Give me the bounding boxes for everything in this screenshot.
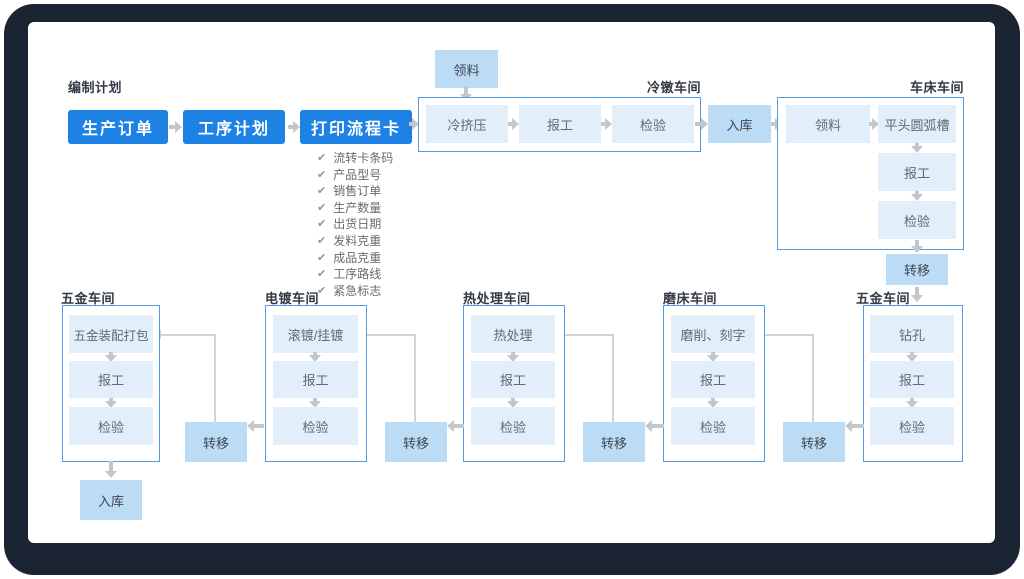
arrow-right-icon: [869, 118, 879, 130]
arrow-left-icon: [845, 420, 864, 432]
cold-heading-workshop-title: 冷镦车间: [646, 80, 701, 95]
elbow-connector: [562, 334, 614, 422]
check-icon: ✔: [317, 152, 327, 164]
electroplating-workshop-title: 电镀车间: [265, 291, 320, 306]
grinding-workshop-title: 磨床车间: [663, 291, 718, 306]
production-order-button: 生产订单: [68, 110, 168, 144]
arrow-right-icon: [409, 118, 419, 130]
flow-step-box: 检验: [878, 201, 956, 239]
arrow-down-icon: [911, 191, 923, 201]
flow-step-box: 报工: [671, 361, 755, 398]
checklist-item: ✔流转卡条码: [317, 151, 394, 165]
stock-in-box: 入库: [80, 480, 142, 520]
elbow-connector: [762, 334, 814, 422]
elbow-connector: [160, 334, 216, 422]
checklist-item: ✔成品克重: [317, 251, 382, 265]
arrow-down-icon: [906, 352, 918, 362]
hardware-assembly-workshop-title: 五金车间: [61, 291, 116, 306]
arrow-down-icon: [105, 398, 117, 408]
arrow-down-icon: [911, 240, 923, 253]
flow-step-box: 五金装配打包: [69, 315, 153, 353]
flow-step-box: 领料: [786, 105, 870, 143]
check-icon: ✔: [317, 185, 327, 197]
flow-step-box: 检验: [612, 105, 694, 143]
check-icon: ✔: [317, 169, 327, 181]
arrow-down-icon: [906, 398, 918, 408]
flow-step-box: 检验: [671, 407, 755, 445]
flow-step-box: 滚镀/挂镀: [273, 315, 358, 353]
checklist-item: ✔销售订单: [317, 184, 382, 198]
transfer-box: 转移: [583, 422, 645, 462]
arrow-down-icon: [309, 398, 321, 408]
arrow-down-icon: [707, 398, 719, 408]
flow-step-box: 报工: [519, 105, 601, 143]
arrow-down-icon: [911, 143, 923, 153]
hardware-workshop-title: 五金车间: [856, 291, 911, 306]
flow-step-box: 平头圆弧槽: [878, 105, 956, 143]
check-icon: ✔: [317, 285, 327, 297]
arrow-left-icon: [645, 420, 664, 432]
process-plan-button: 工序计划: [183, 110, 285, 144]
check-icon: ✔: [317, 235, 327, 247]
flow-step-box: 冷挤压: [426, 105, 508, 143]
stock-in-box: 入库: [708, 105, 771, 143]
transfer-box: 转移: [385, 422, 447, 462]
checklist-item: ✔生产数量: [317, 201, 382, 215]
arrow-down-icon: [507, 352, 519, 362]
check-icon: ✔: [317, 218, 327, 230]
check-icon: ✔: [317, 268, 327, 280]
arrow-right-icon: [601, 118, 612, 130]
flow-step-box: 钻孔: [870, 315, 954, 353]
flow-step-box: 报工: [870, 361, 954, 398]
checklist-item: ✔紧急标志: [317, 284, 382, 298]
transfer-box: 转移: [783, 422, 845, 462]
checklist-item: ✔发料克重: [317, 234, 382, 248]
heat-treatment-workshop-title: 热处理车间: [463, 291, 531, 306]
checklist-item: ✔工序路线: [317, 267, 382, 281]
flow-step-box: 报工: [471, 361, 555, 398]
arrow-left-icon: [447, 420, 464, 432]
flow-step-box: 报工: [69, 361, 153, 398]
arrow-down-icon: [707, 352, 719, 362]
arrow-down-icon: [507, 398, 519, 408]
elbow-connector: [365, 334, 416, 422]
arrow-right-icon: [695, 118, 708, 130]
arrow-left-icon: [247, 420, 264, 432]
transfer-box: 转移: [886, 254, 948, 285]
flow-step-box: 检验: [69, 407, 153, 445]
check-icon: ✔: [317, 252, 327, 264]
arrow-right-icon: [169, 121, 182, 133]
flow-step-box: 检验: [273, 407, 358, 445]
material-pick-box: 领料: [435, 50, 498, 88]
arrow-down-icon: [309, 352, 321, 362]
plan-title: 编制计划: [68, 80, 123, 95]
flow-step-box: 报工: [878, 153, 956, 191]
flow-step-box: 检验: [870, 407, 954, 445]
print-flow-card-button: 打印流程卡: [300, 110, 412, 144]
arrow-down-icon: [105, 461, 117, 478]
lathe-workshop-title: 车床车间: [909, 80, 964, 95]
arrow-down-icon: [105, 352, 117, 362]
flow-step-box: 热处理: [471, 315, 555, 353]
checklist-item: ✔产品型号: [317, 168, 382, 182]
arrow-right-icon: [288, 121, 300, 133]
checklist-item: ✔出货日期: [317, 217, 382, 231]
arrow-down-icon: [911, 287, 923, 302]
check-icon: ✔: [317, 202, 327, 214]
transfer-box: 转移: [185, 422, 247, 462]
flow-step-box: 检验: [471, 407, 555, 445]
flow-step-box: 报工: [273, 361, 358, 398]
flow-step-box: 磨削、刻字: [671, 315, 755, 353]
arrow-right-icon: [508, 118, 519, 130]
